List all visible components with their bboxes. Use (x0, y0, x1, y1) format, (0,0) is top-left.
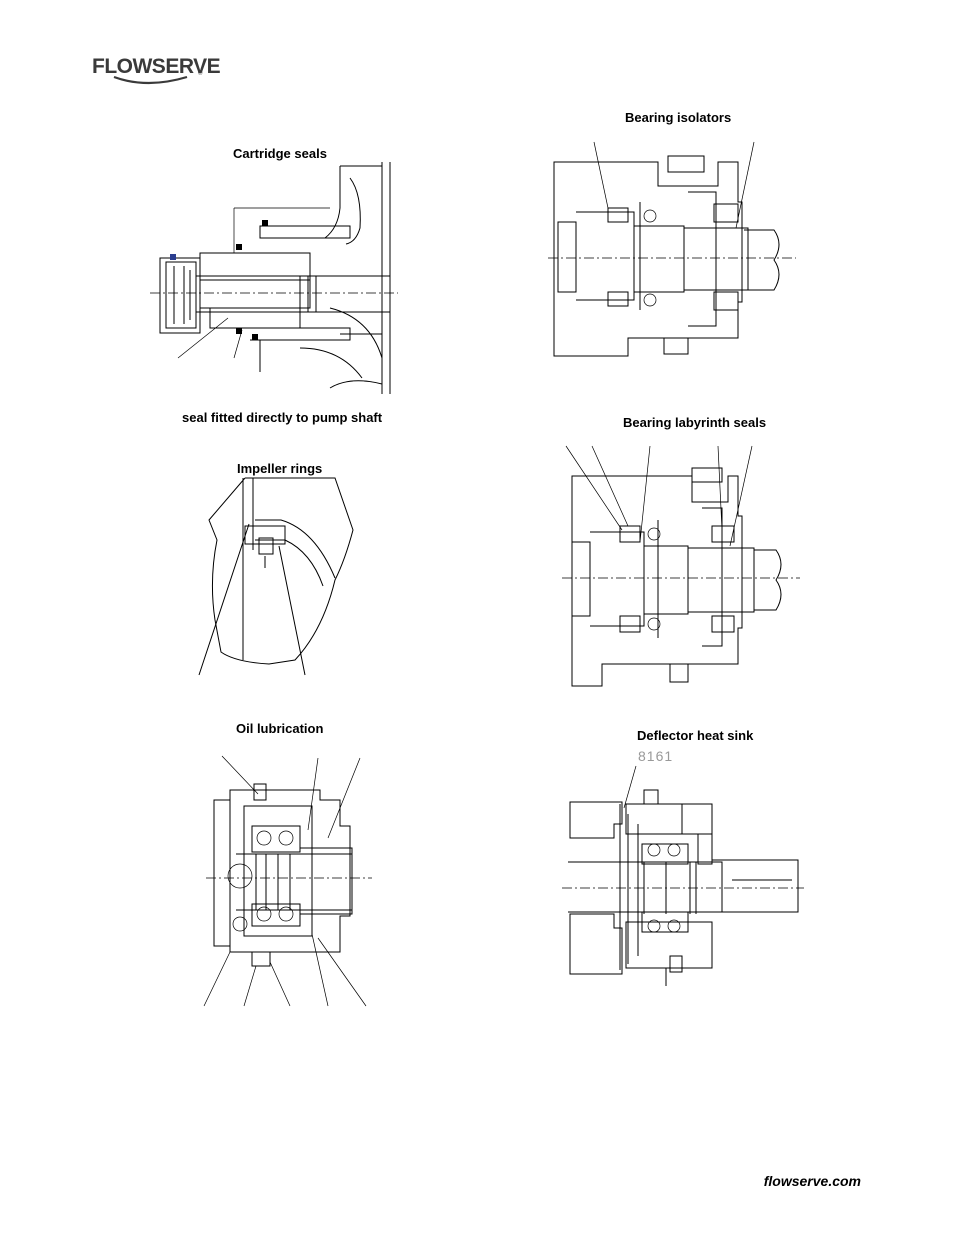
cartridge-seals-drawing (150, 158, 400, 398)
bearing-labyrinth-drawing (562, 446, 802, 688)
registered-mark: ® (198, 71, 203, 77)
caption-deflector-heat-sink: Deflector heat sink (637, 728, 754, 743)
brand-name: FLOWSERVE (92, 55, 221, 78)
flowserve-logo: FLOWSERVE ® (92, 55, 221, 87)
deflector-heat-sink-drawing (562, 764, 807, 986)
oil-lubrication-drawing (200, 756, 375, 1006)
impeller-rings-drawing (195, 470, 360, 675)
caption-bearing-labyrinth: Bearing labyrinth seals (623, 415, 767, 430)
bearing-isolators-drawing (548, 142, 798, 364)
footer-website[interactable]: flowserve.com (763, 1173, 861, 1189)
caption-cartridge-seals: Cartridge seals (233, 146, 327, 161)
logo-swoosh-icon (113, 75, 188, 85)
caption-bearing-isolators: Bearing isolators (625, 110, 732, 125)
caption-seal-direct: seal fitted directly to pump shaft (182, 410, 383, 425)
caption-oil-lubrication: Oil lubrication (236, 721, 324, 736)
caption-impeller-rings: Impeller rings (237, 461, 323, 476)
part-number-label: 8161 (638, 748, 674, 764)
